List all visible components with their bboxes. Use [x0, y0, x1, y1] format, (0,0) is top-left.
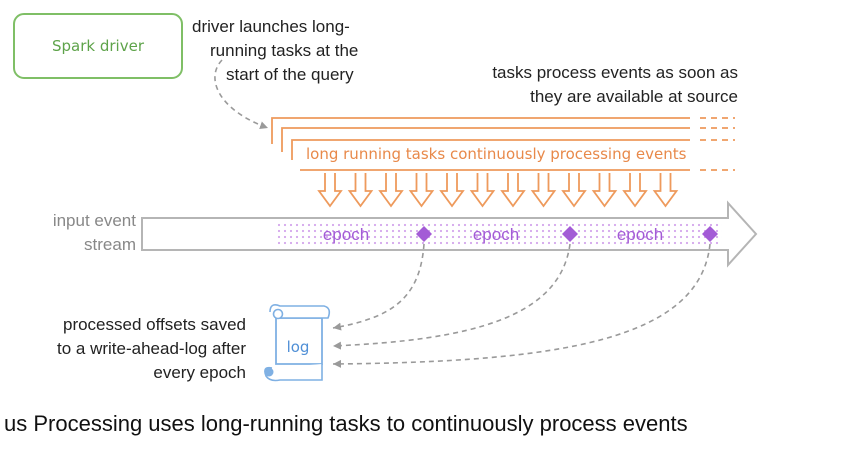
- log-scroll-bottom-roll: [264, 367, 274, 377]
- figure-caption: us Processing uses long-running tasks to…: [4, 411, 688, 436]
- epoch-connector-2: [332, 243, 571, 350]
- stream-dotted-fill: [275, 220, 722, 248]
- task-down-arrow: [500, 173, 526, 208]
- stream-label-line-2: stream: [84, 235, 136, 254]
- tasks-note: tasks process events as soon as they are…: [492, 63, 738, 106]
- task-line-2: [281, 127, 690, 152]
- log-scroll-top-roll: [272, 308, 284, 320]
- long-running-tasks: [271, 117, 735, 171]
- task-down-arrow: [408, 173, 435, 208]
- epoch-label-1: epoch: [323, 225, 369, 244]
- log-note-line-1: processed offsets saved: [63, 315, 246, 334]
- task-down-arrow: [622, 173, 648, 208]
- stream-label-line-1: input event: [53, 211, 136, 230]
- task-down-arrow: [347, 173, 374, 208]
- task-down-arrow: [439, 173, 465, 208]
- task-line-3: [291, 139, 690, 160]
- tasks-label: long running tasks continuously processi…: [306, 145, 687, 163]
- tasks-note-line-1: tasks process events as soon as: [492, 63, 738, 82]
- driver-note-line-1: driver launches long-: [192, 17, 350, 36]
- log-note-line-2: to a write-ahead-log after: [57, 339, 246, 358]
- task-down-arrow: [530, 173, 557, 208]
- driver-note-line-3: start of the query: [226, 65, 354, 84]
- write-ahead-log: log: [264, 304, 331, 382]
- log-scroll-top-curl: [269, 304, 331, 319]
- tasks-note-line-2: they are available at source: [530, 87, 738, 106]
- spark-driver: Spark driver: [13, 13, 183, 79]
- epoch-label-2: epoch: [473, 225, 519, 244]
- task-down-arrow: [561, 173, 587, 208]
- task-down-arrow: [652, 173, 679, 208]
- input-event-stream: input event stream: [53, 200, 758, 268]
- spark-driver-label: Spark driver: [52, 37, 145, 55]
- epoch-connector-3: [332, 243, 711, 368]
- task-down-arrow: [591, 173, 618, 208]
- epoch-connector-1: [332, 243, 425, 331]
- spark-driver-box: [13, 13, 183, 79]
- task-dashes: [700, 117, 735, 171]
- epoch-marker-2: [562, 226, 578, 242]
- log-note: processed offsets saved to a write-ahead…: [57, 315, 246, 382]
- epoch-markers: [416, 226, 718, 242]
- task-down-arrow: [469, 173, 496, 208]
- log-note-line-3: every epoch: [153, 363, 246, 382]
- epoch-label-3: epoch: [617, 225, 663, 244]
- log-label: log: [287, 338, 310, 356]
- epoch-to-log-connectors: [332, 243, 711, 368]
- task-down-arrow: [378, 173, 404, 208]
- epoch-marker-3: [702, 226, 718, 242]
- driver-note-line-2: running tasks at the: [210, 41, 358, 60]
- epoch-marker-1: [416, 226, 432, 242]
- driver-note: driver launches long- running tasks at t…: [192, 17, 358, 84]
- task-down-arrows: [317, 173, 679, 208]
- task-down-arrow: [317, 173, 343, 208]
- driver-to-tasks-connector: [214, 59, 269, 130]
- task-line-1: [271, 117, 690, 144]
